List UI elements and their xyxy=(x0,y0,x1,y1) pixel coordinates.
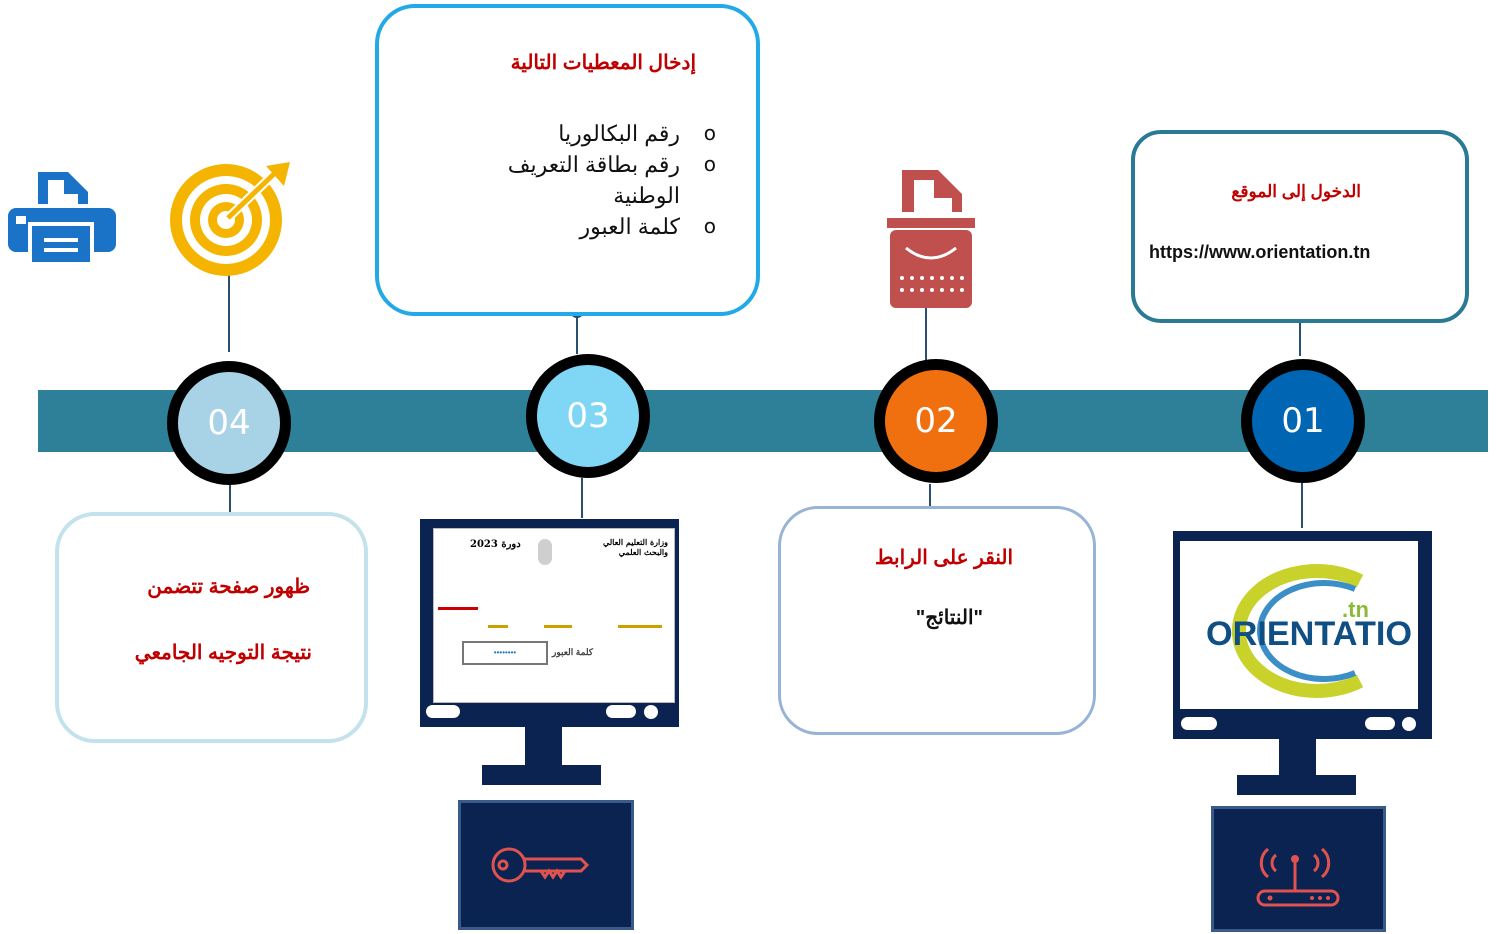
monitor-button xyxy=(1365,717,1395,730)
step-1-number: 01 xyxy=(1281,401,1325,441)
typewriter-icon xyxy=(887,170,975,308)
step-2-circle: 02 xyxy=(874,359,998,483)
monitor-button xyxy=(606,705,636,718)
target-icon xyxy=(170,162,290,276)
form-password-label: كلمة العبور xyxy=(552,647,594,657)
monitor-step-1: .tn ORIENTATIO xyxy=(1173,531,1432,739)
monitor-button xyxy=(644,705,658,719)
step-3-number: 03 xyxy=(566,396,610,436)
step-3-title: إدخال المعطيات التالية xyxy=(510,52,696,74)
form-field-line xyxy=(544,625,572,628)
login-form-screen: وزارة التعليم العالي والبحث العلمي دورة … xyxy=(433,528,675,703)
form-field-line xyxy=(438,607,478,610)
monitor-base xyxy=(1237,775,1356,795)
website-url[interactable]: https://www.orientation.tn xyxy=(1149,242,1371,262)
step-2-box: النقر على الرابط "النتائج" xyxy=(778,506,1096,735)
connector-line xyxy=(581,478,583,518)
logo-suffix: .tn xyxy=(1342,597,1369,622)
form-field-line xyxy=(618,625,662,628)
step-1-box: الدخول إلى الموقع https://www.orientatio… xyxy=(1131,130,1469,323)
form-password-input[interactable]: •••••••• xyxy=(462,641,548,665)
key-icon xyxy=(491,847,590,883)
step-3-circle: 03 xyxy=(526,354,650,478)
connector-line xyxy=(228,254,230,352)
connector-line xyxy=(925,286,927,366)
step-1-circle: 01 xyxy=(1241,359,1365,483)
connector-line xyxy=(1299,304,1301,356)
form-field-line xyxy=(488,625,508,628)
router-box xyxy=(1211,806,1386,932)
orientation-logo: .tn ORIENTATIO xyxy=(1206,564,1412,698)
connector-line xyxy=(929,484,931,518)
logo-text: ORIENTATIO xyxy=(1206,615,1412,653)
connector-line xyxy=(576,312,578,354)
step-1-title: الدخول إلى الموقع xyxy=(1231,182,1361,201)
step-4-text: نتيجة التوجيه الجامعي xyxy=(134,642,312,664)
monitor-step-3: وزارة التعليم العالي والبحث العلمي دورة … xyxy=(420,519,679,727)
step-4-title: ظهور صفحة تتضمن xyxy=(147,576,310,598)
connector-line xyxy=(1301,482,1303,528)
emblem-icon xyxy=(538,539,552,565)
monitor-stand xyxy=(1279,739,1316,775)
wifi-router-icon xyxy=(1256,847,1340,907)
form-session-label: دورة 2023 xyxy=(470,539,521,550)
form-ministry-header: وزارة التعليم العالي والبحث العلمي xyxy=(603,537,668,557)
monitor-button xyxy=(426,705,460,718)
connector-line xyxy=(229,484,231,526)
step-2-link-text: "النتائج" xyxy=(915,607,983,629)
step-2-number: 02 xyxy=(914,401,958,441)
monitor-screen-content: .tn ORIENTATIO xyxy=(1180,541,1418,709)
step-4-number: 04 xyxy=(207,403,251,443)
password-box xyxy=(458,800,634,930)
monitor-button xyxy=(1181,717,1217,730)
step-2-title: النقر على الرابط xyxy=(875,547,1013,569)
step-4-circle: 04 xyxy=(167,361,291,485)
step-4-box: ظهور صفحة تتضمن نتيجة التوجيه الجامعي xyxy=(55,512,368,743)
monitor-stand xyxy=(525,727,562,767)
printer-icon xyxy=(8,172,116,266)
monitor-base xyxy=(482,765,601,785)
monitor-button xyxy=(1402,717,1416,731)
